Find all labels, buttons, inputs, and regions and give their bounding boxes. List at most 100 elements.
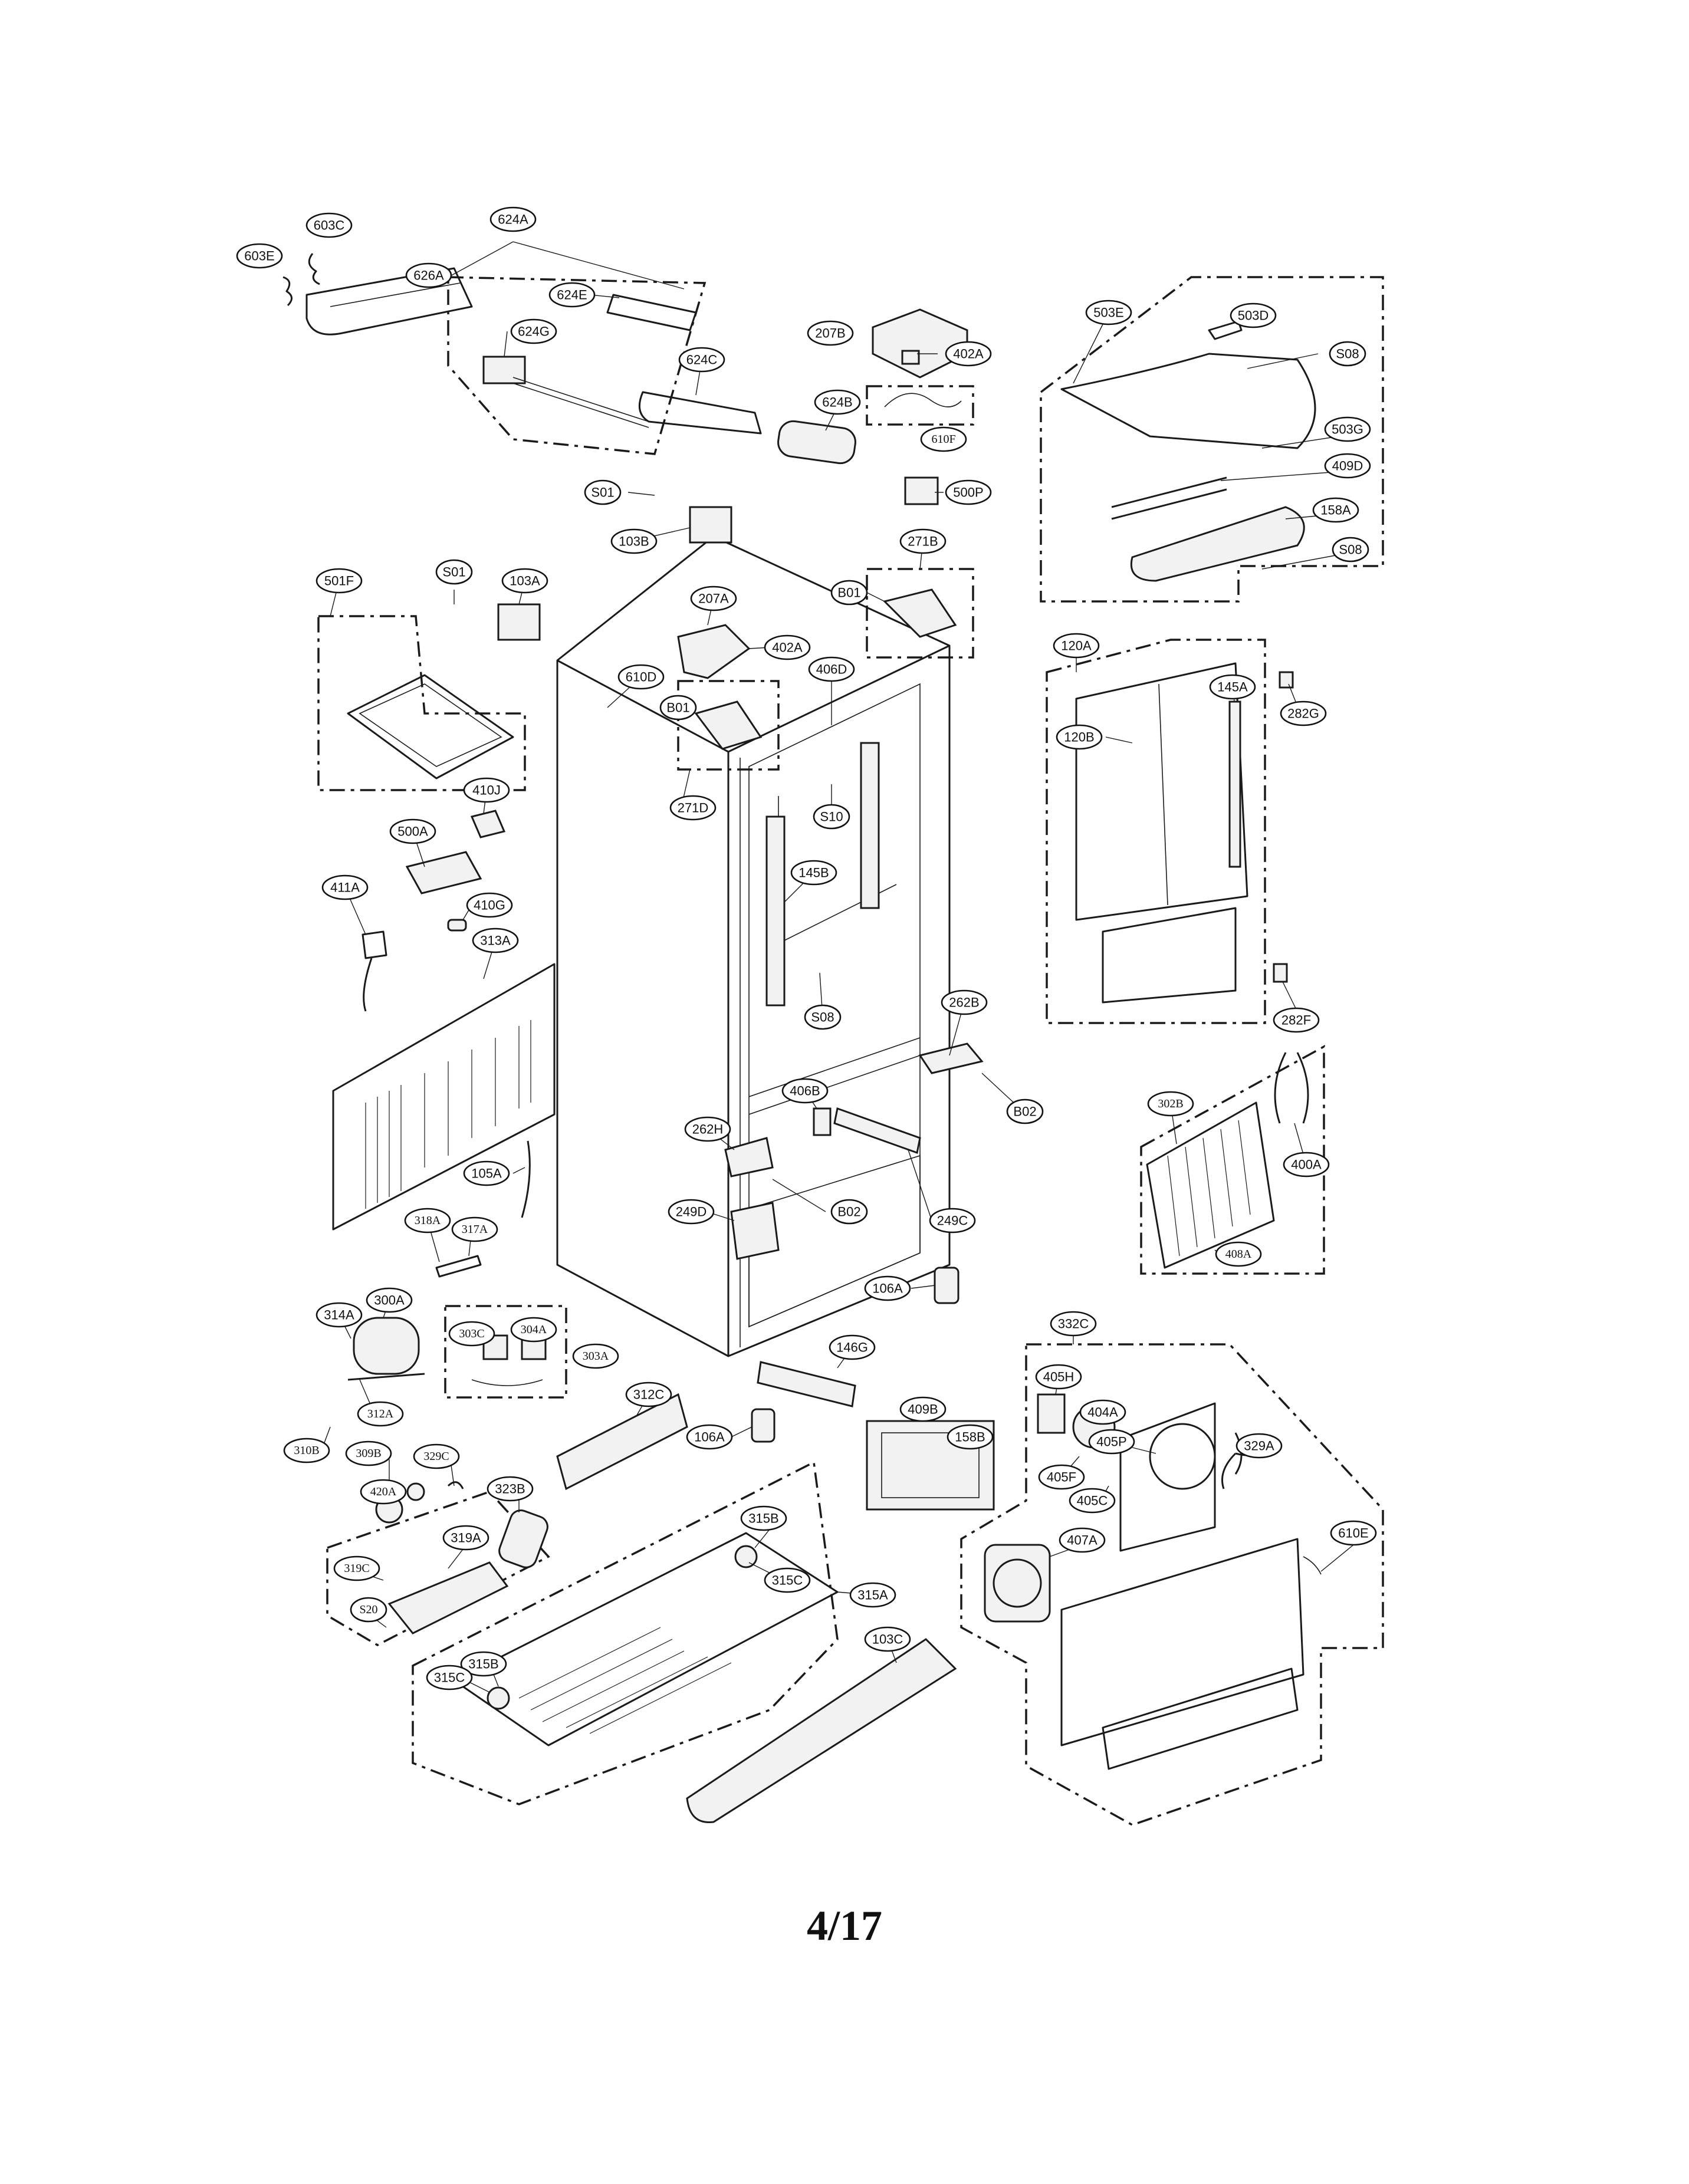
pcb-500A bbox=[405, 851, 482, 894]
sensor-500P bbox=[904, 476, 939, 505]
callout-410g: 410G bbox=[466, 892, 513, 918]
callout-text: 503G bbox=[1332, 422, 1363, 437]
callout-oval bbox=[790, 860, 837, 886]
callout-text: 303C bbox=[459, 1327, 484, 1340]
callout-304a: 304A bbox=[510, 1317, 557, 1343]
callout-oval bbox=[829, 1334, 876, 1360]
hinge-262H bbox=[724, 1137, 774, 1177]
callout-b01_b: B01 bbox=[659, 695, 697, 721]
callout-text: 315C bbox=[434, 1670, 465, 1685]
callout-271b: 271B bbox=[899, 528, 947, 554]
callout-624c: 624C bbox=[678, 347, 725, 373]
callout-text: 407A bbox=[1067, 1533, 1097, 1548]
callout-oval bbox=[283, 1438, 330, 1463]
hinge-271B bbox=[883, 588, 957, 638]
callout-oval bbox=[236, 243, 283, 269]
callout-b02_a: B02 bbox=[1006, 1098, 1044, 1124]
callout-text: 158A bbox=[1320, 503, 1351, 518]
callout-329c: 329C bbox=[413, 1443, 460, 1469]
callout-oval bbox=[814, 389, 861, 415]
callout-282g: 282G bbox=[1280, 700, 1327, 726]
callout-oval bbox=[305, 212, 353, 238]
callout-text: 323B bbox=[495, 1482, 525, 1496]
callout-oval bbox=[669, 795, 717, 821]
callout-145a: 145A bbox=[1209, 674, 1256, 700]
callout-text: S08 bbox=[1339, 542, 1362, 557]
callout-text: 145B bbox=[799, 866, 829, 880]
callout-text: 410G bbox=[474, 898, 505, 913]
callout-text: 624C bbox=[686, 353, 718, 367]
callout-text: 310B bbox=[294, 1444, 319, 1457]
callout-318a: 318A bbox=[404, 1208, 451, 1234]
callout-oval bbox=[1209, 674, 1256, 700]
base-319A bbox=[387, 1561, 509, 1634]
callout-text: 319C bbox=[344, 1562, 369, 1575]
group-boundary-610F bbox=[866, 385, 974, 426]
callout-120b: 120B bbox=[1056, 724, 1103, 750]
callout-262h: 262H bbox=[684, 1116, 731, 1142]
callout-oval bbox=[501, 568, 548, 594]
callout-oval bbox=[389, 818, 436, 844]
callout-text: 319A bbox=[451, 1531, 481, 1545]
callout-323b: 323B bbox=[487, 1476, 534, 1502]
duct-cover-332C bbox=[1060, 1538, 1304, 1770]
callout-332c: 332C bbox=[1050, 1311, 1097, 1337]
shroud-407A bbox=[984, 1544, 1051, 1623]
callout-312c: 312C bbox=[625, 1382, 672, 1407]
callout-text: 503E bbox=[1093, 305, 1123, 320]
callout-oval bbox=[740, 1505, 787, 1531]
callout-text: 610F bbox=[931, 433, 955, 446]
callout-315b_b: 315B bbox=[460, 1651, 507, 1677]
callout-oval bbox=[345, 1440, 392, 1466]
callout-text: 329A bbox=[1244, 1439, 1274, 1453]
callout-420a: 420A bbox=[360, 1479, 407, 1505]
callout-603c: 603C bbox=[305, 212, 353, 238]
cover-207A bbox=[677, 624, 751, 679]
callout-oval bbox=[807, 320, 854, 346]
callout-315b_a: 315B bbox=[740, 1505, 787, 1531]
callout-text: 249C bbox=[937, 1213, 968, 1228]
callout-text: 271B bbox=[908, 534, 938, 549]
tray-312C bbox=[556, 1393, 688, 1491]
callout-text: 332C bbox=[1058, 1317, 1089, 1331]
callout-oval bbox=[451, 1216, 498, 1242]
callout-oval bbox=[864, 1626, 911, 1652]
callout-text: 314A bbox=[324, 1308, 354, 1323]
callout-315a: 315A bbox=[849, 1582, 896, 1608]
callout-text: 309B bbox=[356, 1447, 381, 1460]
callout-oval bbox=[357, 1401, 404, 1427]
callout-text: 262H bbox=[692, 1122, 724, 1137]
callout-oval bbox=[404, 1208, 451, 1234]
callout-oval bbox=[1053, 633, 1100, 659]
callout-408a: 408A bbox=[1215, 1241, 1262, 1267]
callout-405f: 405F bbox=[1038, 1464, 1085, 1490]
cover-103C bbox=[686, 1638, 957, 1823]
callout-oval bbox=[316, 568, 363, 594]
clip-329C bbox=[447, 1481, 464, 1489]
callout-text: 158B bbox=[955, 1430, 985, 1445]
callout-oval bbox=[435, 559, 473, 585]
callout-oval bbox=[321, 874, 369, 900]
callout-oval bbox=[929, 1208, 976, 1234]
callout-text: 312A bbox=[367, 1407, 394, 1420]
callout-503d: 503D bbox=[1230, 302, 1277, 328]
gasket-145A bbox=[1228, 700, 1241, 868]
callout-oval bbox=[487, 1476, 534, 1502]
callout-oval bbox=[1283, 1152, 1330, 1177]
callout-oval bbox=[405, 262, 452, 288]
callout-oval bbox=[472, 927, 519, 953]
callout-406b: 406B bbox=[781, 1078, 829, 1104]
callout-120a: 120A bbox=[1053, 633, 1100, 659]
callout-text: 300A bbox=[374, 1293, 405, 1308]
callout-626a: 626A bbox=[405, 262, 452, 288]
callout-text: 315A bbox=[857, 1588, 888, 1603]
callout-312a: 312A bbox=[357, 1401, 404, 1427]
callout-oval bbox=[830, 580, 868, 606]
callout-text: B02 bbox=[1013, 1104, 1036, 1119]
callout-s20: S20 bbox=[350, 1597, 387, 1623]
callout-text: 402A bbox=[772, 640, 803, 655]
callout-oval bbox=[460, 1651, 507, 1677]
group-boundary-624A bbox=[447, 276, 707, 455]
callout-405c: 405C bbox=[1069, 1488, 1116, 1514]
callout-402a_mid: 402A bbox=[764, 634, 811, 660]
